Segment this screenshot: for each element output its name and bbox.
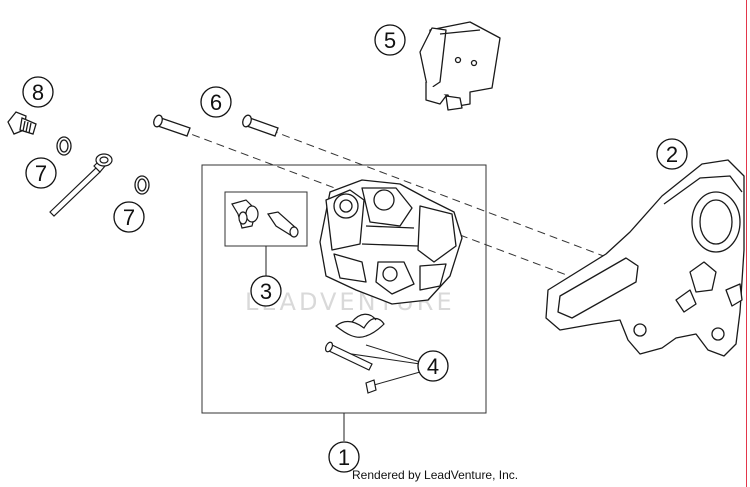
edge-accent-line [746, 0, 747, 487]
callout-4: 4 [417, 350, 449, 382]
callout-3: 3 [250, 275, 282, 307]
callout-7-left: 7 [25, 157, 57, 189]
brake-hose-drawing [49, 153, 113, 217]
callout-1: 1 [328, 441, 360, 473]
callout-7-right-label: 7 [123, 205, 135, 230]
callout-8: 8 [22, 76, 54, 108]
leader-lines [265, 246, 421, 441]
bleeder-valve-drawing [231, 199, 299, 238]
caliper-body-drawing [319, 179, 463, 305]
callout-2-label: 2 [666, 142, 678, 167]
bleeder-kit-box [224, 191, 308, 247]
banjo-bolt-drawing [7, 111, 37, 135]
pin-kit-drawing [324, 313, 385, 394]
callout-4-label: 4 [427, 354, 439, 379]
callout-5: 5 [374, 24, 406, 56]
callouts: 1 2 3 4 5 6 7 7 [22, 24, 688, 473]
callout-5-label: 5 [384, 28, 396, 53]
pin-drawing [153, 114, 279, 137]
callout-1-label: 1 [338, 445, 350, 470]
callout-8-label: 8 [32, 80, 44, 105]
footer-credit: Rendered by LeadVenture, Inc. [352, 468, 519, 482]
callout-3-label: 3 [260, 279, 272, 304]
caliper-bracket-drawing [545, 159, 745, 357]
callout-6: 6 [200, 86, 232, 118]
brake-pad-drawing [419, 21, 501, 111]
callout-7-left-label: 7 [35, 161, 47, 186]
washer-drawing [56, 136, 150, 195]
callout-2: 2 [656, 138, 688, 170]
callout-7-right: 7 [113, 201, 145, 233]
callout-6-label: 6 [210, 90, 222, 115]
